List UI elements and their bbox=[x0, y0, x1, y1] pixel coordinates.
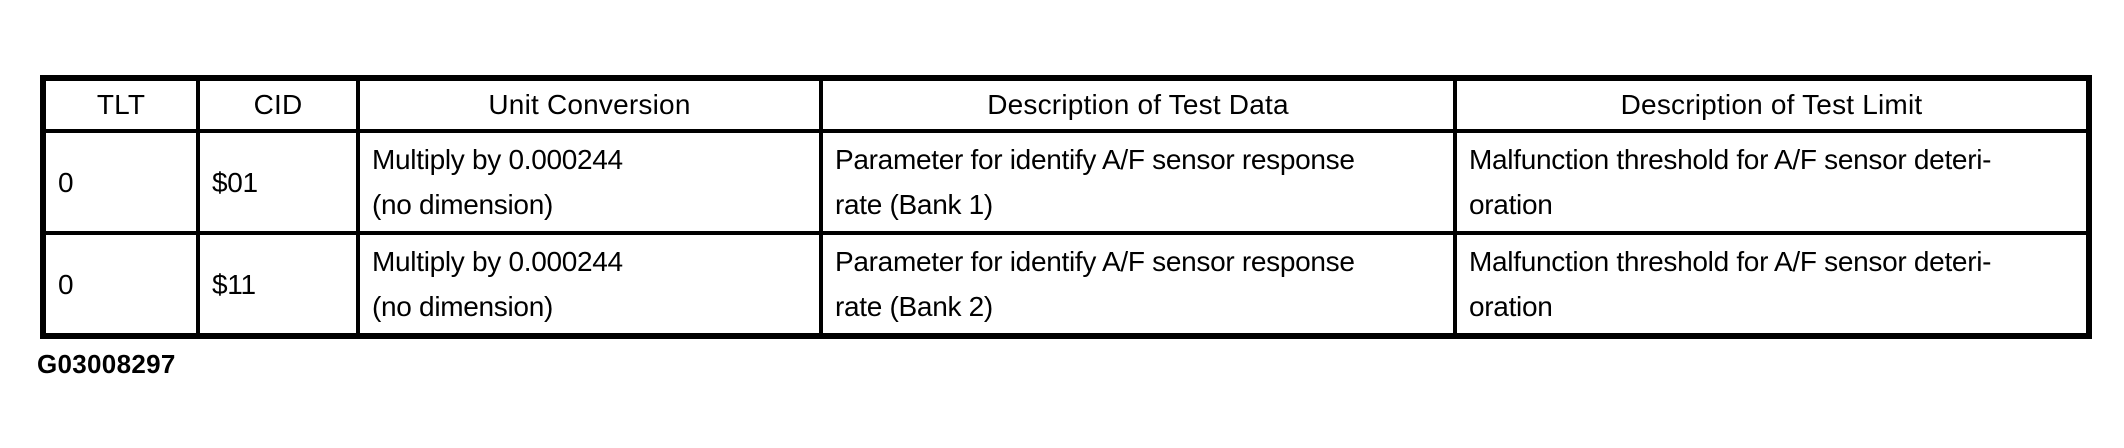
figure-id: G03008297 bbox=[37, 349, 176, 379]
cell-test-limit: Malfunction threshold for A/F sensor det… bbox=[1453, 129, 2091, 235]
header-description-test-limit: Description of Test Limit bbox=[1453, 76, 2091, 133]
cell-unit-conversion: Multiply by 0.000244 (no dimension) bbox=[356, 231, 823, 338]
test-data-table: TLT CID Unit Conversion Description of T… bbox=[40, 75, 2092, 339]
header-cid: CID bbox=[196, 76, 360, 133]
cell-test-limit: Malfunction threshold for A/F sensor det… bbox=[1453, 231, 2091, 338]
cell-cid: $11 bbox=[196, 231, 360, 338]
cell-unit-conversion: Multiply by 0.000244 (no dimension) bbox=[356, 129, 823, 235]
header-unit-conversion: Unit Conversion bbox=[356, 76, 823, 133]
table-row: 0 $11 Multiply by 0.000244 (no dimension… bbox=[41, 231, 2091, 338]
header-description-test-data: Description of Test Data bbox=[819, 76, 1457, 133]
table-row: 0 $01 Multiply by 0.000244 (no dimension… bbox=[41, 129, 2091, 235]
cell-test-data: Parameter for identify A/F sensor respon… bbox=[819, 231, 1457, 338]
cell-cid: $01 bbox=[196, 129, 360, 235]
table-header-row: TLT CID Unit Conversion Description of T… bbox=[41, 76, 2091, 133]
header-tlt: TLT bbox=[41, 76, 200, 133]
cell-tlt: 0 bbox=[41, 129, 200, 235]
cell-tlt: 0 bbox=[41, 231, 200, 338]
cell-test-data: Parameter for identify A/F sensor respon… bbox=[819, 129, 1457, 235]
